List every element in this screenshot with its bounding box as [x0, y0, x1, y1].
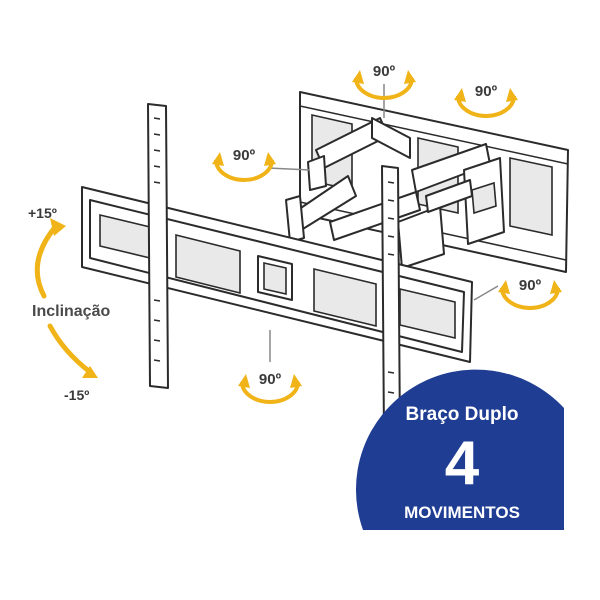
- badge-subtitle: MOVIMENTOS: [404, 503, 520, 522]
- double-arm: [285, 117, 505, 269]
- leader-lines: [267, 84, 499, 362]
- tilt-indicator: +15º Inclinação -15º: [28, 205, 110, 403]
- rotation-label-top-center: 90º: [373, 63, 396, 80]
- left-vertical-rail: [147, 103, 169, 389]
- rotation-indicator-left-arm: 90º: [212, 147, 276, 182]
- rotation-label-bottom-center: 90º: [259, 371, 282, 388]
- rotation-indicator-top-right: 90º: [454, 83, 518, 118]
- tv-frame: [81, 186, 473, 363]
- rotation-label-left-arm: 90º: [233, 147, 256, 164]
- tilt-down-label: -15º: [64, 387, 89, 403]
- rotation-label-top-right: 90º: [475, 83, 498, 100]
- tilt-title: Inclinação: [32, 303, 110, 320]
- badge-title: Braço Duplo: [406, 404, 519, 425]
- rotation-indicator-top-center: 90º: [352, 63, 416, 100]
- badge-number: 4: [445, 429, 480, 498]
- rotation-indicator-bottom-center: 90º: [238, 371, 302, 404]
- tilt-up-label: +15º: [28, 205, 57, 221]
- double-arm-badge: Braço Duplo 4 MOVIMENTOS: [355, 369, 564, 530]
- rotation-indicator-right-plate: 90º: [498, 277, 562, 310]
- rotation-label-right-plate: 90º: [519, 277, 542, 294]
- right-vertical-rail: [381, 165, 401, 441]
